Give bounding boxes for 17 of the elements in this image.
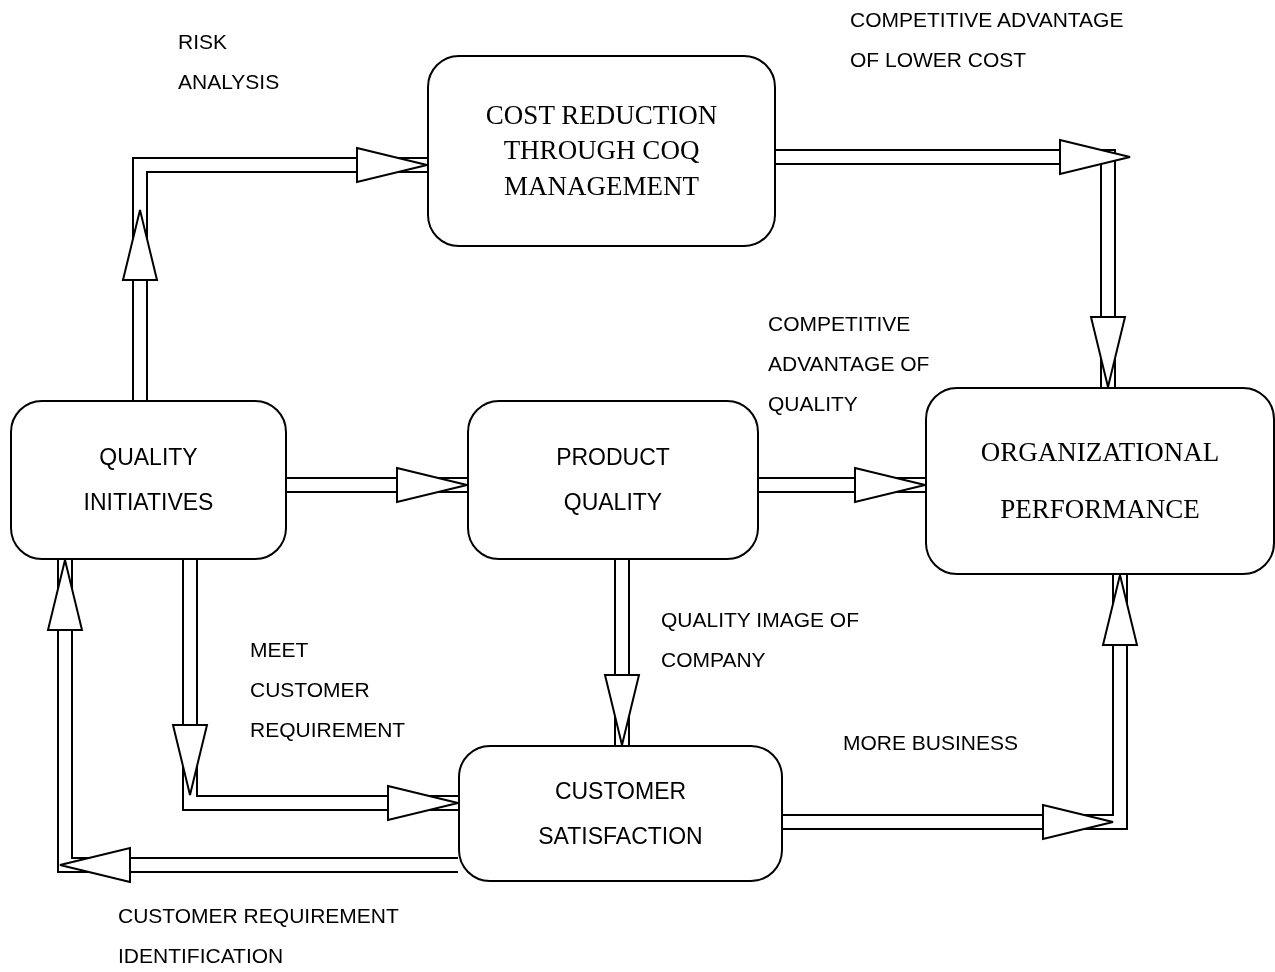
rounded-box [925,387,1275,575]
edge-label: COMPETITIVE ADVANTAGE OF QUALITY [768,311,931,417]
rounded-box [427,55,776,247]
edge-label: RISK ANALYSIS [178,29,281,95]
rounded-box [458,745,783,882]
node-text: QUALITY INITIATIVES [82,443,215,517]
edge-label: CUSTOMER REQUIREMENT IDENTIFICATION [118,903,400,969]
rounded-box [467,400,759,560]
rounded-box [10,400,287,560]
node-text: CUSTOMER SATISFACTION [537,776,704,851]
node-text: COST REDUCTION THROUGH COQ MANAGEMENT [484,99,719,203]
edge-label: COMPETITIVE ADVANTAGE OF LOWER COST [850,7,1125,73]
edge-label: MEET CUSTOMER REQUIREMENT [250,637,407,743]
node-text: ORGANIZATIONAL PERFORMANCE [979,436,1221,526]
edge-label: MORE BUSINESS [843,730,1020,756]
node-text: PRODUCT QUALITY [555,443,671,517]
edge-label: QUALITY IMAGE OF COMPANY [661,607,860,673]
